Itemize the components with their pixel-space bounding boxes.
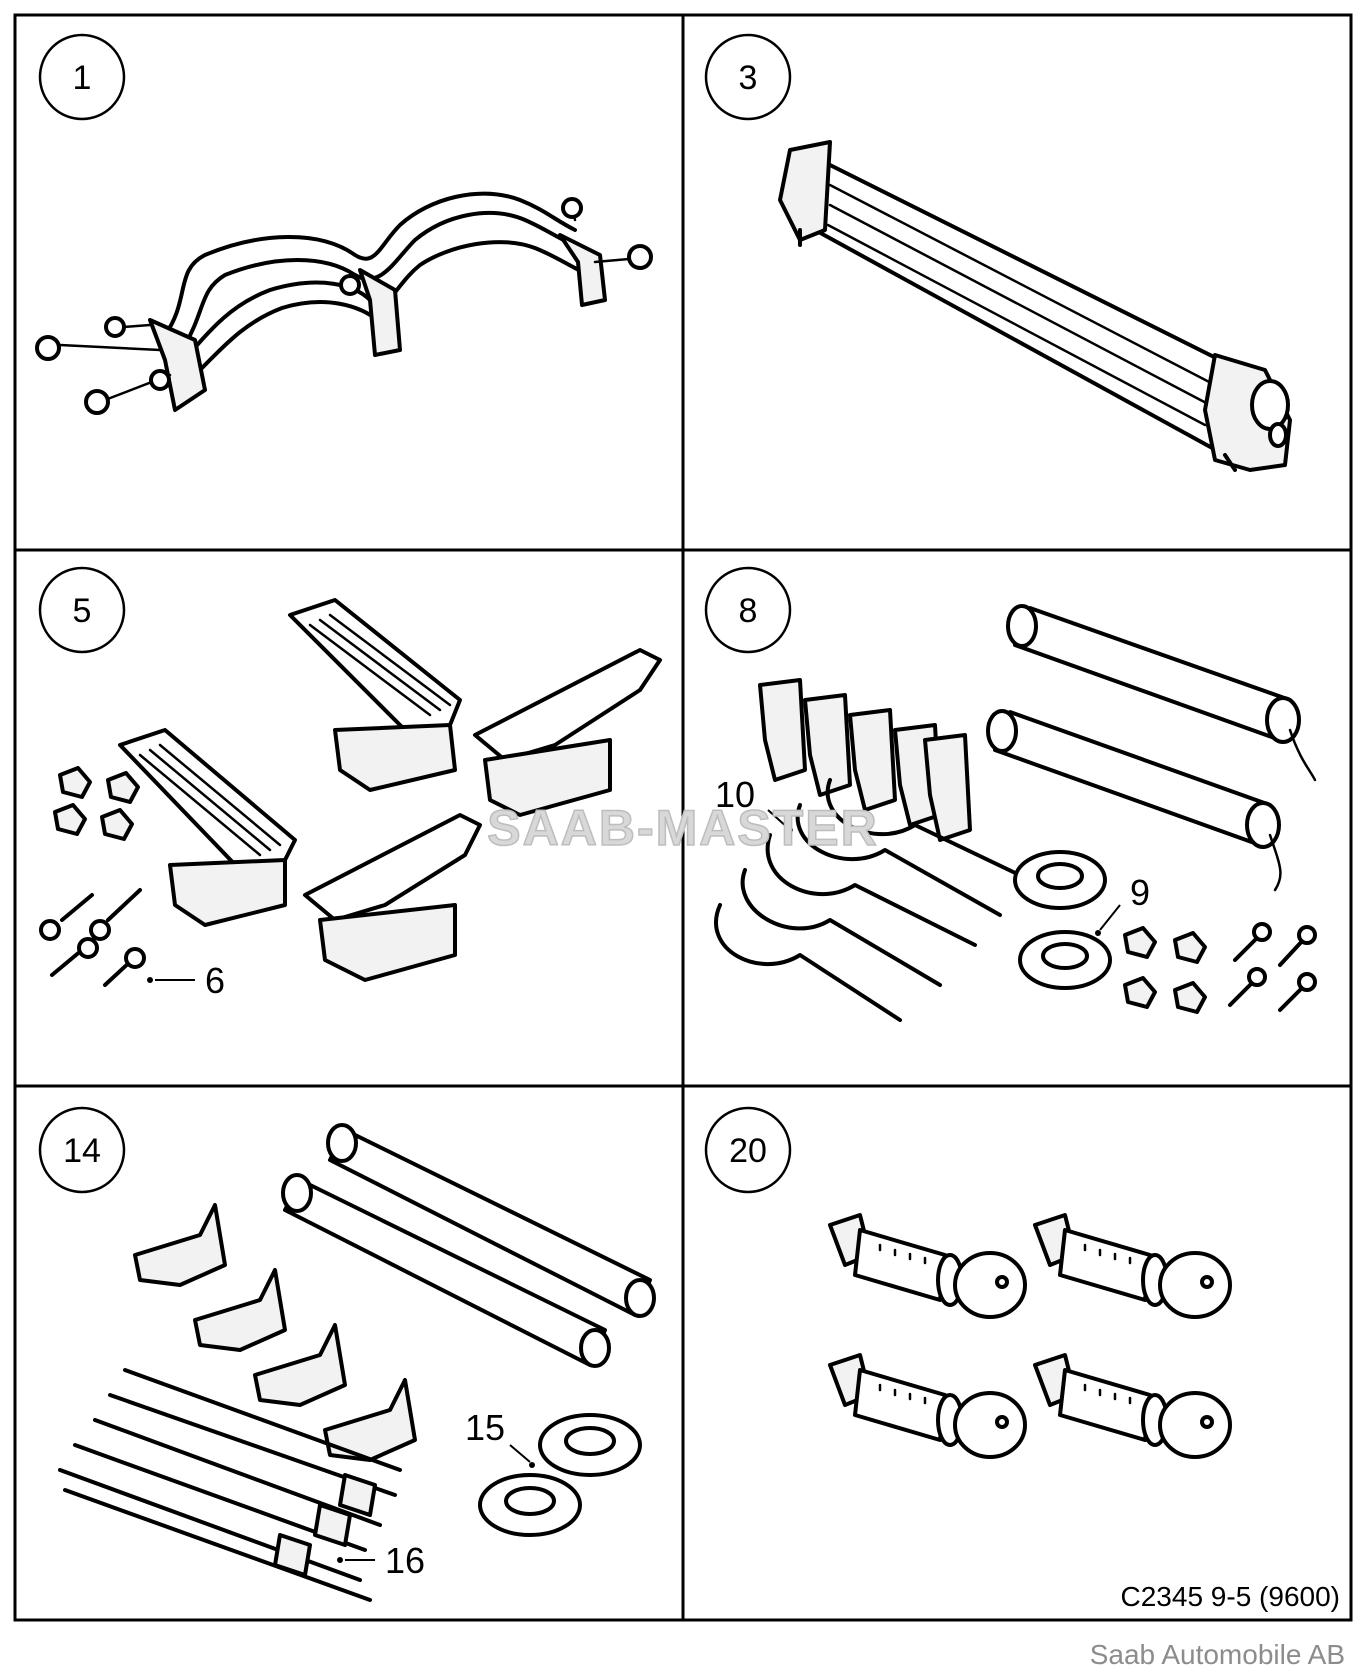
watermark: SAAB-MASTER bbox=[487, 800, 878, 856]
callout-10: 10 bbox=[715, 774, 755, 815]
holder-saddles-drawing bbox=[39, 598, 662, 987]
lock-key-set bbox=[1033, 1213, 1232, 1319]
item-number: 20 bbox=[729, 1132, 767, 1170]
callout-10-dot bbox=[787, 827, 793, 833]
panel-14: 14 bbox=[38, 1106, 656, 1602]
item-number-circle bbox=[38, 1106, 126, 1194]
item-number: 8 bbox=[739, 592, 758, 630]
panel-3: 3 bbox=[704, 33, 1292, 472]
item-number: 14 bbox=[63, 1132, 101, 1170]
callout-15: 15 bbox=[465, 1407, 505, 1448]
panel-5: 5 6 bbox=[38, 566, 662, 1001]
lock-cylinders-keys-drawing bbox=[828, 1213, 1232, 1459]
panel-1: 1 bbox=[35, 33, 653, 415]
item-number-circle bbox=[704, 566, 792, 654]
item-number: 5 bbox=[73, 592, 92, 630]
callout-10-leader bbox=[767, 809, 789, 829]
callout-16-dot bbox=[337, 1557, 343, 1563]
ski-carrier-drawing bbox=[778, 140, 1292, 472]
mounts-pads-straps-drawing bbox=[714, 604, 1317, 1022]
callout-6: 6 bbox=[205, 960, 225, 1001]
item-number-circle bbox=[38, 566, 126, 654]
callout-9-dot bbox=[1095, 930, 1101, 936]
item-number-circle bbox=[704, 1106, 792, 1194]
item-number: 1 bbox=[73, 59, 92, 97]
rails-mounts-straps-drawing bbox=[58, 1123, 656, 1602]
callout-15-leader bbox=[509, 1444, 531, 1463]
callout-6-dot bbox=[147, 977, 153, 983]
lock-key-set bbox=[828, 1213, 1027, 1319]
lock-key-set bbox=[828, 1353, 1027, 1459]
lock-key-set bbox=[1033, 1353, 1232, 1459]
item-number: 3 bbox=[739, 59, 758, 97]
callout-16: 16 bbox=[385, 1540, 425, 1581]
bike-carrier-frame-drawing bbox=[35, 191, 653, 415]
panel-20: 20 bbox=[704, 1106, 1232, 1459]
callout-15-dot bbox=[529, 1462, 535, 1468]
item-number-circle bbox=[38, 33, 126, 121]
callout-9-leader bbox=[1099, 904, 1121, 931]
copyright: Saab Automobile AB bbox=[1090, 1639, 1345, 1670]
callout-9: 9 bbox=[1130, 872, 1150, 913]
figure-code: C2345 9-5 (9600) bbox=[1121, 1581, 1340, 1612]
panel-8: 8 bbox=[704, 566, 1317, 1022]
item-number-circle bbox=[704, 33, 792, 121]
